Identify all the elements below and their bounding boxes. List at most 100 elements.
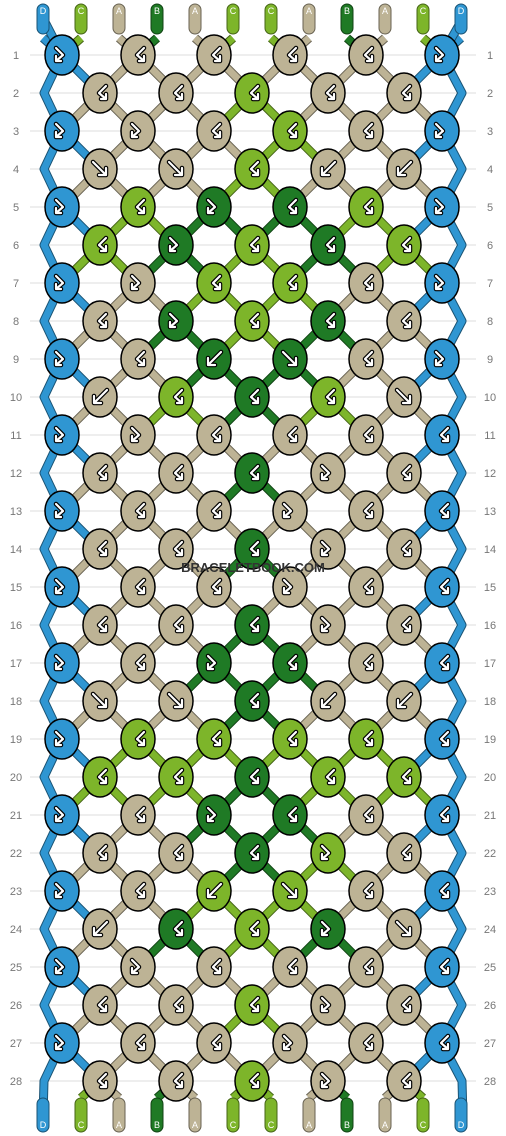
row-number-right: 2	[487, 88, 493, 100]
knot-arrow-icon	[135, 502, 146, 519]
strand-end-bar	[112, 3, 126, 35]
knot-4-1	[82, 148, 118, 190]
knot-26-4	[310, 984, 346, 1026]
knot-27-6	[424, 1022, 460, 1064]
strand-end-B: B	[150, 1097, 164, 1133]
knot-arrow-icon	[173, 84, 184, 101]
knot-14-2	[158, 528, 194, 570]
knot-arrow-icon	[97, 768, 108, 785]
strand-end-bar	[150, 1097, 164, 1133]
knot-arrow-icon	[320, 160, 337, 177]
row-number-left: 13	[10, 506, 22, 518]
row-number-right: 27	[484, 1038, 496, 1050]
knot-arrow-icon	[401, 236, 412, 253]
knot-arrow-icon	[439, 730, 450, 747]
knot-11-4	[272, 414, 308, 456]
knot-arrow-icon	[281, 882, 298, 899]
knot-arrow-icon	[173, 844, 184, 861]
knot-24-5	[386, 908, 422, 950]
knot-14-3	[234, 528, 270, 570]
row-number-left: 12	[10, 468, 22, 480]
knot-arrow-icon	[54, 882, 65, 899]
knot-arrow-icon	[249, 540, 260, 557]
knot-12-3	[234, 452, 270, 494]
knot-arrow-icon	[439, 502, 450, 519]
knot-arrow-icon	[168, 312, 179, 329]
row-number-right: 11	[484, 430, 495, 442]
row-number-left: 19	[10, 734, 22, 746]
row-number-left: 28	[10, 1076, 22, 1088]
knot-arrow-icon	[434, 198, 445, 215]
row-number-right: 8	[487, 316, 493, 328]
knot-arrow-icon	[249, 692, 260, 709]
knot-arrow-icon	[249, 388, 260, 405]
knot-arrow-icon	[211, 502, 222, 519]
strand-end-bar	[264, 3, 278, 35]
knot-arrow-icon	[173, 540, 184, 557]
knot-1-6	[424, 34, 460, 76]
knot-10-4	[310, 376, 346, 418]
row-number-right: 12	[484, 468, 496, 480]
strand-letter: D	[458, 6, 465, 16]
knot-22-4	[310, 832, 346, 874]
knot-25-5	[348, 946, 384, 988]
knot-17-3	[196, 642, 232, 684]
knot-arrow-icon	[54, 502, 65, 519]
knot-arrow-icon	[97, 616, 108, 633]
knot-arrow-icon	[395, 920, 412, 937]
knot-3-5	[348, 110, 384, 152]
knot-18-4	[310, 680, 346, 722]
row-number-right: 22	[484, 848, 496, 860]
row-number-left: 8	[13, 316, 19, 328]
row-number-left: 1	[13, 50, 19, 62]
row-number-left: 23	[10, 886, 22, 898]
knot-arrow-icon	[249, 464, 260, 481]
knot-arrow-icon	[91, 160, 108, 177]
strand-end-D: D	[36, 3, 50, 35]
strand-end-bar	[226, 3, 240, 35]
knot-12-4	[310, 452, 346, 494]
knot-arrow-icon	[97, 236, 108, 253]
knot-arrow-icon	[173, 464, 184, 481]
row-number-left: 18	[10, 696, 22, 708]
strand-end-A: A	[302, 1097, 316, 1133]
knot-arrow-icon	[211, 578, 222, 595]
row-number-right: 9	[487, 354, 493, 366]
strand-letter: A	[382, 1120, 388, 1130]
knot-13-5	[348, 490, 384, 532]
knot-17-2	[120, 642, 156, 684]
knot-24-3	[234, 908, 270, 950]
knot-7-5	[348, 262, 384, 304]
knot-3-1	[44, 110, 80, 152]
knot-11-2	[120, 414, 156, 456]
knot-arrow-icon	[54, 274, 65, 291]
knot-arrow-icon	[363, 502, 374, 519]
knot-27-4	[272, 1022, 308, 1064]
knot-arrow-icon	[249, 236, 260, 253]
strand-letter: A	[116, 1120, 122, 1130]
knot-23-1	[44, 870, 80, 912]
knot-arrow-icon	[249, 616, 260, 633]
row-number-right: 26	[484, 1000, 496, 1012]
strand-letter: B	[344, 6, 350, 16]
knot-arrow-icon	[130, 426, 141, 443]
knot-13-1	[44, 490, 80, 532]
knot-arrow-icon	[320, 844, 331, 861]
strand-end-bar	[264, 1097, 278, 1133]
knot-5-6	[424, 186, 460, 228]
knot-arrow-icon	[320, 996, 331, 1013]
knot-arrow-icon	[434, 274, 445, 291]
knot-12-1	[82, 452, 118, 494]
knot-arrow-icon	[130, 958, 141, 975]
knot-arrow-icon	[135, 882, 146, 899]
knot-1-3	[196, 34, 232, 76]
strand-letter: C	[420, 6, 427, 16]
knot-arrow-icon	[287, 46, 298, 63]
knot-arrow-icon	[325, 312, 336, 329]
knot-23-3	[196, 870, 232, 912]
knot-arrow-icon	[434, 122, 445, 139]
knot-4-3	[234, 148, 270, 190]
knot-arrow-icon	[282, 578, 293, 595]
strand-end-bar	[340, 3, 354, 35]
knot-1-5	[348, 34, 384, 76]
